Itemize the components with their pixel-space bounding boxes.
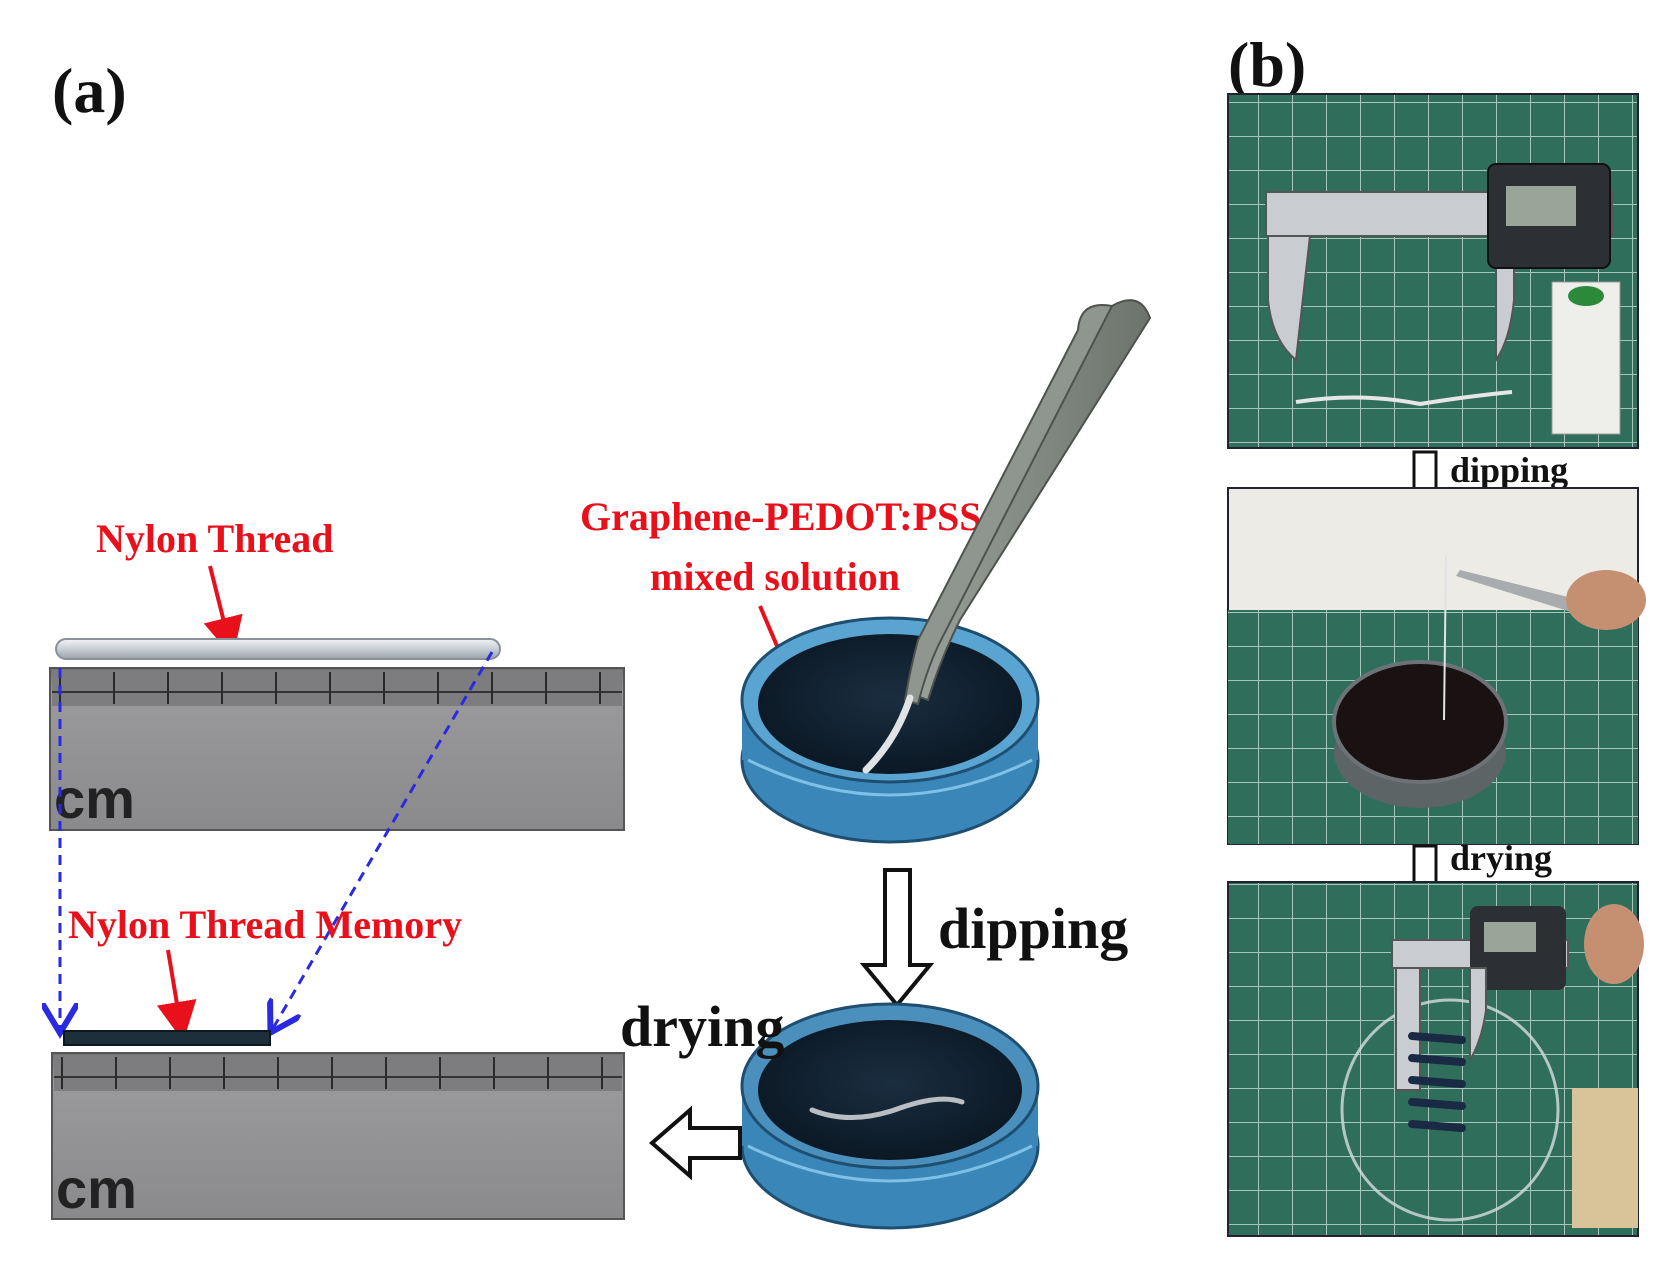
drying-label-a: drying	[620, 994, 784, 1059]
photo-caliper-measure	[1227, 93, 1639, 449]
solution-label-line2: mixed solution	[650, 554, 900, 599]
solution-label-line1: Graphene-PEDOT:PSS	[580, 494, 982, 539]
panel-b-label: (b)	[1228, 29, 1306, 100]
dipping-label-a: dipping	[938, 896, 1128, 961]
dipping-arrow	[859, 868, 935, 1009]
photo-dipping	[1227, 487, 1646, 845]
nylon-thread-rod	[55, 638, 501, 660]
nylon-thread-label: Nylon Thread	[96, 516, 333, 561]
upper-petri-dish	[740, 616, 1040, 844]
lower-ruler-unit: cm	[56, 1157, 137, 1220]
dipping-label-b: dipping	[1450, 450, 1568, 490]
tweezers	[862, 299, 1152, 774]
upper-ruler-unit: cm	[54, 767, 135, 830]
dried-thread	[809, 1096, 965, 1120]
upper-ruler: cm	[49, 667, 625, 831]
photo-dried-measure	[1227, 881, 1644, 1237]
drying-label-b: drying	[1450, 838, 1552, 878]
lower-petri-dish	[740, 1002, 1040, 1230]
blue-dashed-right	[272, 651, 494, 1030]
nylon-memory-label: Nylon Thread Memory	[68, 902, 462, 947]
coated-thread	[63, 1030, 271, 1046]
nylon-thread-arrow	[203, 565, 243, 658]
nylon-memory-arrow	[156, 949, 197, 1042]
lower-ruler: cm	[51, 1052, 625, 1220]
thread-in-solution	[862, 694, 914, 774]
drying-arrow	[648, 1105, 742, 1181]
panel-a-label: (a)	[52, 55, 127, 126]
